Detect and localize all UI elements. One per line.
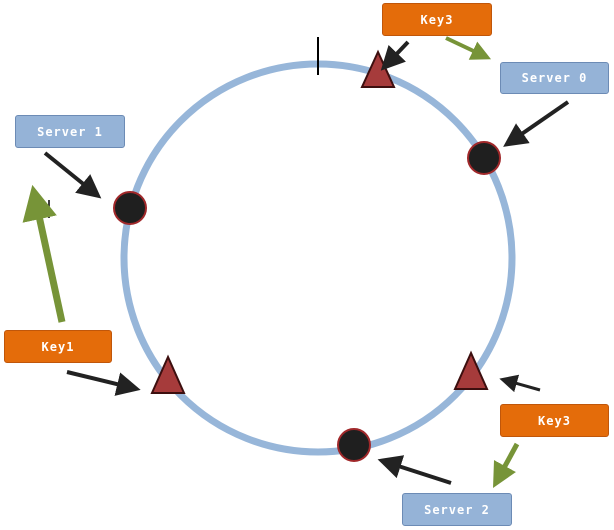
arrow-server2-label-to-node: [377, 455, 452, 485]
arrow-key1-to-server1: [22, 184, 66, 323]
key1-label-text: Key1: [41, 339, 75, 354]
server2-label-text: Server 2: [424, 502, 490, 517]
key-marker-key1: [150, 354, 186, 394]
arrow-key3-bottom-to-server2: [493, 442, 520, 488]
key3-top-label: Key3: [382, 3, 492, 36]
arrow-key1-label-to-marker: [66, 370, 141, 396]
key3-bottom-label: Key3: [500, 404, 609, 437]
server-node-0: [467, 141, 501, 175]
server1-label: Server 1: [15, 115, 125, 148]
arrow-key3-top-to-server0: [445, 36, 492, 60]
server0-label-text: Server 0: [521, 71, 588, 85]
arrow-key3-top-to-marker: [380, 40, 410, 71]
arrow-server0-label-to-node: [503, 100, 570, 147]
key1-label: Key1: [4, 330, 112, 363]
server-node-1: [113, 191, 147, 225]
server-node-2: [337, 428, 371, 462]
server0-label: Server 0: [500, 62, 609, 94]
key3-bottom-label-text: Key3: [538, 413, 571, 428]
server1-label-text: Server 1: [37, 124, 103, 139]
arrow-server1-label-to-node: [43, 151, 102, 199]
server2-label: Server 2: [402, 493, 512, 526]
arrow-key3-bottom-to-marker: [499, 374, 541, 393]
key-marker-key3-bottom: [453, 350, 489, 390]
key3-top-label-text: Key3: [420, 12, 454, 27]
